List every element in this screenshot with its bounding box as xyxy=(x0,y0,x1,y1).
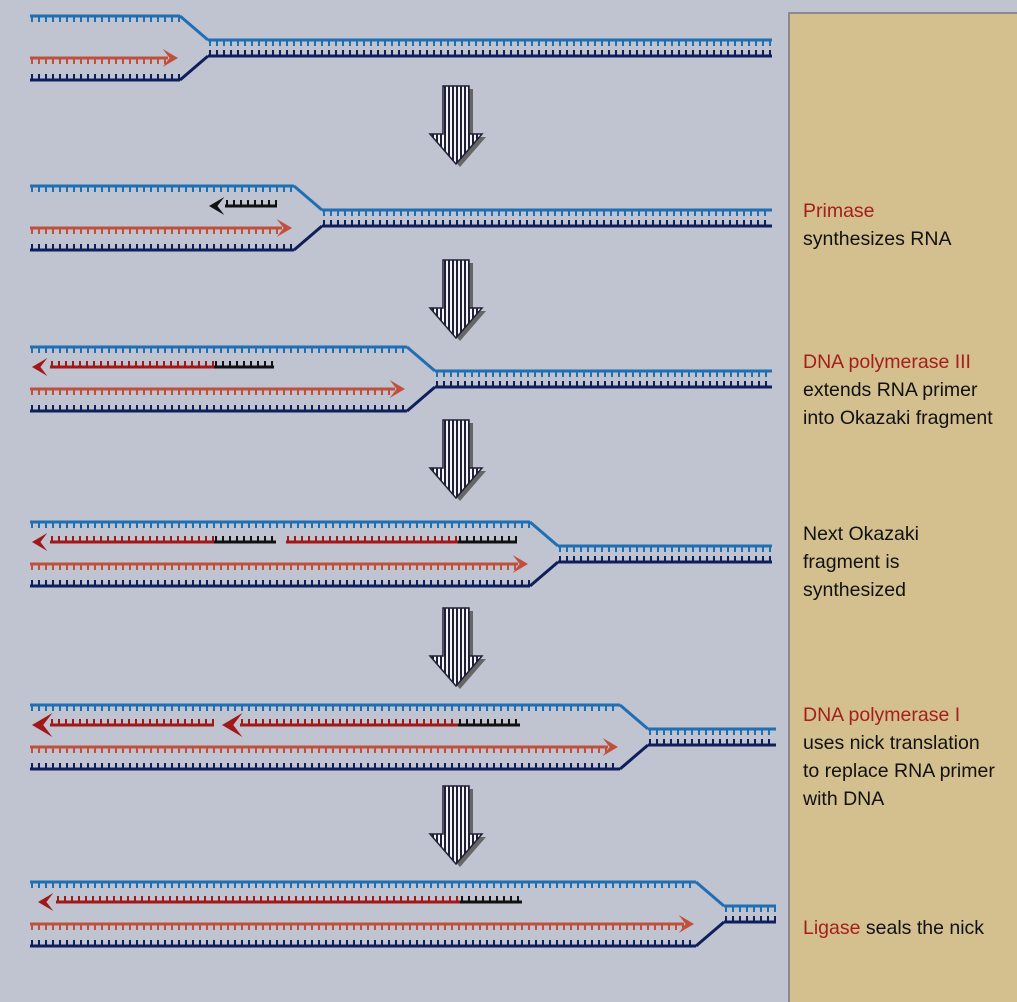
leading-strand-arrowhead xyxy=(602,738,618,756)
step-arrow-icon xyxy=(428,259,486,341)
okazaki-arrowhead xyxy=(32,713,53,737)
rna-primer xyxy=(214,536,276,544)
helix-strand-bottom xyxy=(648,739,776,747)
okazaki-fragment xyxy=(50,536,214,544)
rna-primer xyxy=(458,719,520,727)
caption-ligase: Ligase seals the nick xyxy=(803,914,984,942)
caption-line: with DNA xyxy=(803,788,885,810)
helix-strand-bottom xyxy=(435,381,772,389)
template-strand-top xyxy=(30,14,180,22)
template-strand-top xyxy=(30,880,696,888)
okazaki-arrowhead xyxy=(38,893,54,911)
template-strand-bottom xyxy=(30,405,407,413)
fork-step xyxy=(30,880,776,948)
okazaki-fragment xyxy=(50,719,214,727)
helix-strand-bottom xyxy=(322,220,772,228)
okazaki-arrowhead xyxy=(32,358,48,376)
caption-primase: Primase synthesizes RNA xyxy=(803,197,951,253)
okazaki-arrowhead xyxy=(222,713,243,737)
leading-strand-arrowhead xyxy=(678,915,694,933)
rna-primer xyxy=(458,536,517,544)
leading-strand-arrowhead xyxy=(389,380,405,398)
leading-strand xyxy=(30,562,518,570)
enzyme-name-ligase: Ligase xyxy=(803,917,861,939)
enzyme-name-primase: Primase xyxy=(803,200,875,222)
caption-dna-polymerase-iii: DNA polymerase III extends RNA primer in… xyxy=(803,348,993,432)
primer-arrowhead xyxy=(209,197,225,215)
fork-step xyxy=(30,703,776,771)
template-strand-top xyxy=(30,345,407,353)
leading-strand-arrowhead xyxy=(512,555,528,573)
template-strand-bottom xyxy=(30,74,180,82)
okazaki-fragment xyxy=(50,361,214,369)
leading-strand-arrowhead xyxy=(276,219,292,237)
helix-strand-bottom xyxy=(558,556,772,564)
caption-line: Next Okazaki xyxy=(803,523,919,545)
fork-step xyxy=(30,184,772,252)
template-strand-bottom xyxy=(30,940,696,948)
step-arrow-icon xyxy=(428,607,486,689)
caption-line: into Okazaki fragment xyxy=(803,407,993,429)
helix-strand-bottom xyxy=(724,916,776,924)
template-strand-top xyxy=(30,520,530,528)
helix-strand-top xyxy=(648,727,776,735)
helix-strand-top xyxy=(558,544,772,552)
template-strand-bottom xyxy=(30,763,620,771)
helix-strand-top xyxy=(724,904,776,912)
rna-primer xyxy=(460,896,522,904)
side-panel xyxy=(788,12,1017,1002)
rna-primer xyxy=(225,200,277,208)
caption-line: synthesized xyxy=(803,579,906,601)
leading-strand-arrowhead xyxy=(162,49,178,67)
step-arrow-icon xyxy=(428,85,486,167)
fork-step xyxy=(30,14,772,82)
template-strand-top xyxy=(30,184,294,192)
helix-strand-top xyxy=(208,38,772,46)
leading-strand xyxy=(30,387,395,395)
helix-strand-bottom xyxy=(208,50,772,58)
rna-primer xyxy=(214,361,274,369)
step-arrow-icon xyxy=(428,419,486,501)
template-strand-bottom xyxy=(30,244,294,252)
okazaki-fragment xyxy=(56,896,460,904)
okazaki-fragment xyxy=(240,719,458,727)
caption-line: uses nick translation xyxy=(803,732,980,754)
enzyme-name-dna-polymerase-iii: DNA polymerase III xyxy=(803,351,971,373)
caption-dna-polymerase-i: DNA polymerase I uses nick translation t… xyxy=(803,701,995,813)
helix-strand-top xyxy=(322,208,772,216)
caption-line: synthesizes RNA xyxy=(803,228,952,250)
enzyme-name-dna-polymerase-i: DNA polymerase I xyxy=(803,704,961,726)
caption-line: seals the nick xyxy=(865,917,985,939)
step-arrow-icon xyxy=(428,785,486,867)
caption-line: fragment is xyxy=(803,551,900,573)
fork-step xyxy=(30,520,772,588)
leading-strand xyxy=(30,56,168,64)
leading-strand xyxy=(30,226,282,234)
fork-step xyxy=(30,345,772,413)
caption-next-okazaki: Next Okazaki fragment is synthesized xyxy=(803,520,919,604)
caption-line: to replace RNA primer xyxy=(803,760,995,782)
okazaki-arrowhead xyxy=(32,533,48,551)
leading-strand xyxy=(30,745,608,753)
helix-strand-top xyxy=(435,369,772,377)
leading-strand xyxy=(30,922,684,930)
template-strand-top xyxy=(30,703,620,711)
okazaki-fragment xyxy=(286,536,458,544)
caption-line: extends RNA primer xyxy=(803,379,978,401)
template-strand-bottom xyxy=(30,580,530,588)
